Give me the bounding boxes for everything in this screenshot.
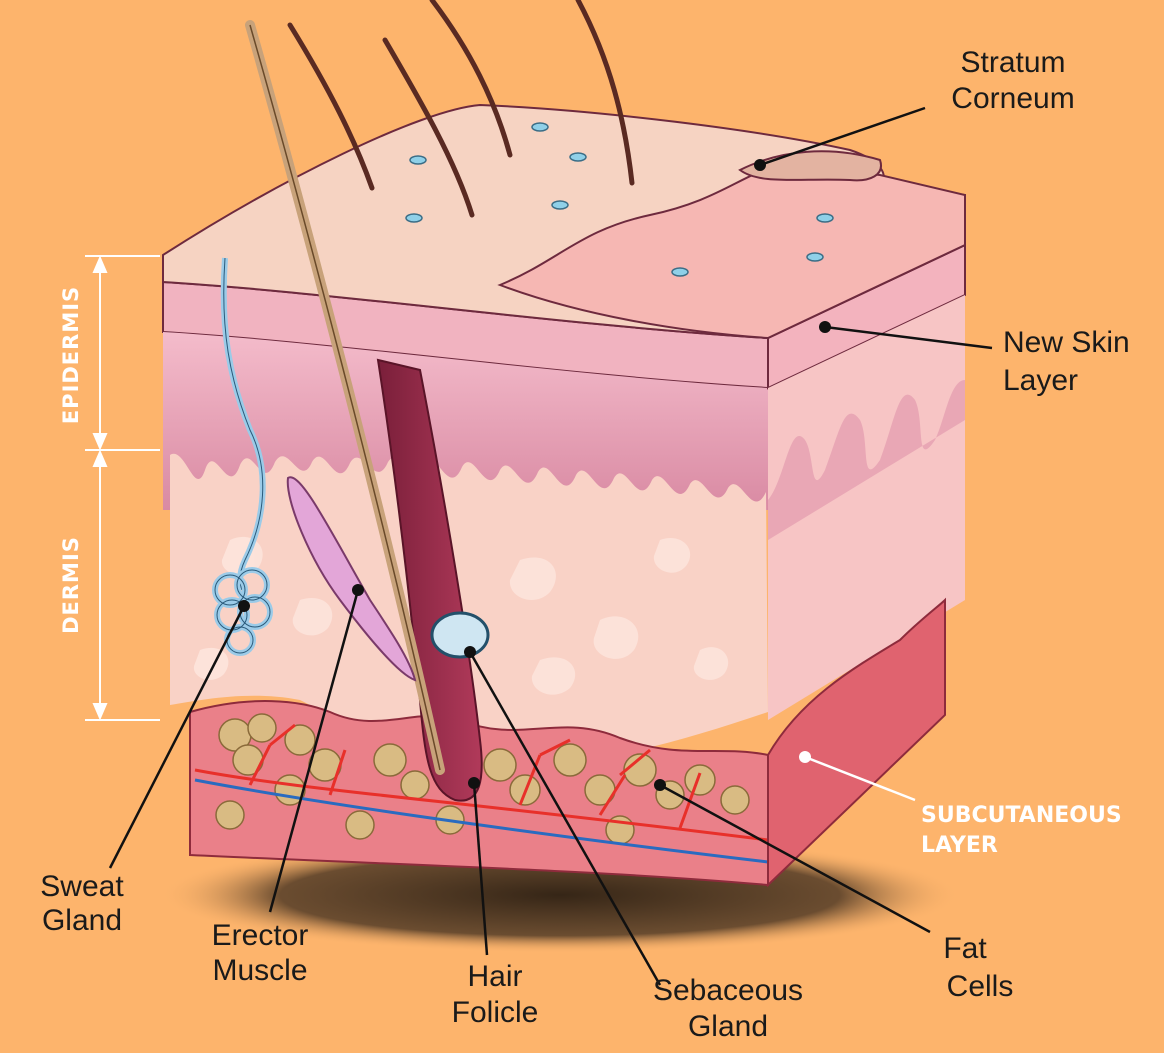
new-skin-layer-label-2: Layer [1003, 364, 1078, 397]
blue-vessel [194, 778, 769, 864]
fat-cells-label-2: Cells [947, 970, 1014, 1003]
epidermis-side [768, 295, 965, 720]
epidermis-label: EPIDERMIS [59, 286, 83, 424]
side-papillae [768, 380, 965, 540]
hair-follicle-label-1: Hair [467, 960, 522, 993]
subcutaneous-label-1: SUBCUTANEOUS [921, 803, 1122, 828]
dermis-texture [193, 536, 729, 695]
leader-lines [108, 106, 993, 986]
sebaceous-gland-label-1: Sebaceous [653, 974, 803, 1007]
subcutaneous-leader-dot [799, 751, 811, 763]
sebaceous-gland [430, 611, 490, 659]
erector-muscle-label-2: Muscle [212, 954, 307, 987]
hair-follicle-label-2: Folicle [452, 996, 539, 1029]
fat-cells-cluster [215, 713, 750, 845]
pores [405, 122, 834, 277]
sweat-gland-label-2: Gland [42, 904, 122, 937]
sebaceous-gland-label-2: Gland [688, 1010, 768, 1043]
new-skin-layer-label-1: New Skin [1003, 326, 1130, 359]
layer-brackets [85, 255, 160, 721]
erector-muscle [286, 476, 417, 682]
subcutaneous-label-2: LAYER [921, 833, 998, 858]
dermis-label: DERMIS [59, 536, 83, 634]
surface-hairs [287, 0, 635, 218]
stratum-corneum-label-1: Stratum [960, 46, 1065, 79]
sweat-gland-label-1: Sweat [40, 870, 124, 903]
subcutaneous-side [767, 597, 946, 888]
hair-shaft-edge [249, 24, 441, 771]
fat-cells-label-1: Fat [943, 932, 987, 965]
erector-muscle-label-1: Erector [212, 919, 309, 952]
blood-vessels [194, 723, 769, 842]
hair-follicle [376, 358, 483, 802]
stratum-corneum-label-2: Corneum [951, 82, 1074, 115]
leader-dots [238, 159, 831, 791]
subcutaneous-leader [804, 755, 916, 802]
